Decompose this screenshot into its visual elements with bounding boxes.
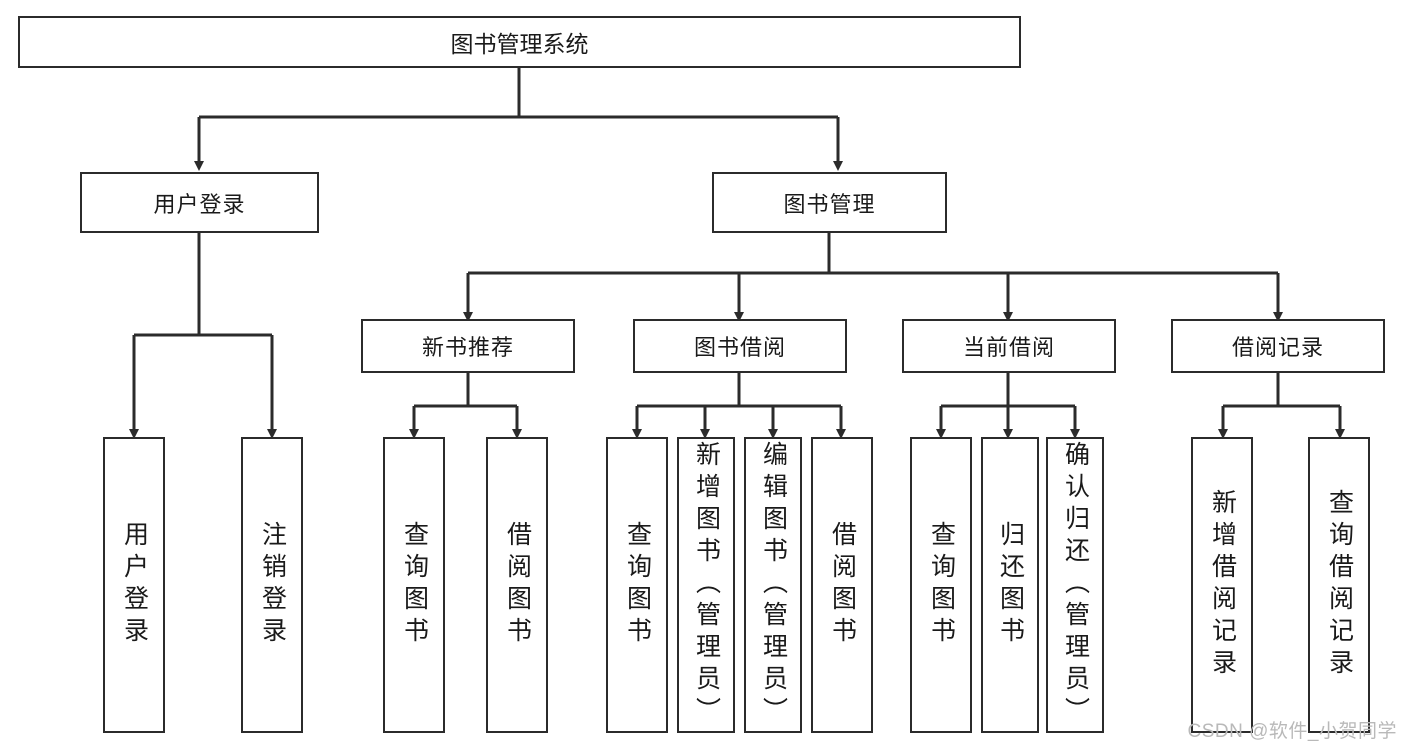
leaf-label: 借阅图书 xyxy=(503,521,532,649)
leaf-user-login-logout[interactable]: 注销登录 xyxy=(241,437,303,733)
node-new-book-recommend-label: 新书推荐 xyxy=(421,335,514,360)
leaf-new-book-query[interactable]: 查询图书 xyxy=(383,437,445,733)
leaf-label: 用户登录 xyxy=(120,521,149,649)
node-book-borrow[interactable]: 图书借阅 xyxy=(633,319,847,373)
node-root[interactable]: 图书管理系统 xyxy=(18,16,1021,68)
node-root-label: 图书管理系统 xyxy=(450,31,589,57)
leaf-label: 查询图书 xyxy=(623,521,652,649)
leaf-label: 新增图书（管理员） xyxy=(692,441,721,729)
leaf-label: 查询图书 xyxy=(400,521,429,649)
node-new-book-recommend[interactable]: 新书推荐 xyxy=(361,319,575,373)
leaf-label: 归还图书 xyxy=(996,521,1025,649)
leaf-borrow-query[interactable]: 查询图书 xyxy=(606,437,668,733)
leaf-borrow-add-book[interactable]: 新增图书（管理员） xyxy=(677,437,735,733)
node-user-login[interactable]: 用户登录 xyxy=(80,172,319,233)
node-user-login-label: 用户登录 xyxy=(153,191,246,217)
watermark: CSDN @软件_小贺同学 xyxy=(1187,721,1397,742)
leaf-user-login-login[interactable]: 用户登录 xyxy=(103,437,165,733)
leaf-label: 新增借阅记录 xyxy=(1208,489,1237,681)
leaf-borrow-edit-book[interactable]: 编辑图书（管理员） xyxy=(744,437,802,733)
leaf-label: 确认归还（管理员） xyxy=(1061,441,1090,729)
node-book-management-label: 图书管理 xyxy=(783,191,876,217)
leaf-current-return[interactable]: 归还图书 xyxy=(981,437,1039,733)
leaf-label: 查询借阅记录 xyxy=(1325,489,1354,681)
leaf-current-confirm-return[interactable]: 确认归还（管理员） xyxy=(1046,437,1104,733)
node-book-borrow-label: 图书借阅 xyxy=(693,335,786,360)
node-borrow-record[interactable]: 借阅记录 xyxy=(1171,319,1385,373)
leaf-current-query[interactable]: 查询图书 xyxy=(910,437,972,733)
leaf-label: 注销登录 xyxy=(258,521,287,649)
leaf-label: 编辑图书（管理员） xyxy=(759,441,788,729)
leaf-label: 借阅图书 xyxy=(828,521,857,649)
leaf-record-add[interactable]: 新增借阅记录 xyxy=(1191,437,1253,733)
node-book-management[interactable]: 图书管理 xyxy=(712,172,947,233)
leaf-label: 查询图书 xyxy=(927,521,956,649)
node-current-borrow[interactable]: 当前借阅 xyxy=(902,319,1116,373)
node-borrow-record-label: 借阅记录 xyxy=(1231,335,1324,360)
leaf-record-query[interactable]: 查询借阅记录 xyxy=(1308,437,1370,733)
leaf-new-book-borrow[interactable]: 借阅图书 xyxy=(486,437,548,733)
leaf-borrow-borrow-book[interactable]: 借阅图书 xyxy=(811,437,873,733)
node-current-borrow-label: 当前借阅 xyxy=(962,335,1055,360)
